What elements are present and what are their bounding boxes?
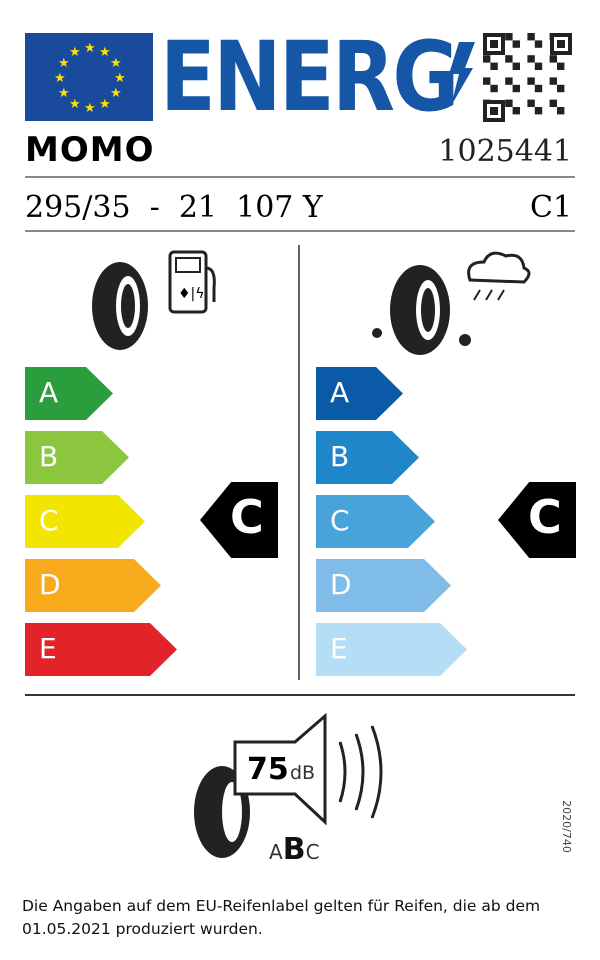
qr-code-icon [483,33,572,122]
fuel-efficiency-grade-c: C [25,495,145,548]
wet-grip-grade-c: C [316,495,435,548]
svg-text:♦|ϟ: ♦|ϟ [178,286,205,302]
tyre-size: 295/35 [25,190,131,225]
grade-letter: B [39,440,59,473]
star-icon: ★ [54,71,66,86]
tyre-class: C1 [529,190,572,225]
fuel-efficiency-icon: ♦|ϟ [92,250,216,350]
fuel-efficiency-grade-b: B [25,431,129,484]
fuel-efficiency-grade-d: D [25,559,161,612]
star-icon: ★ [110,56,122,71]
star-icon: ★ [69,45,81,60]
divider [298,245,300,680]
grade-letter: B [330,440,350,473]
wet-selected-grade: C [528,490,562,544]
speed-index: Y [302,190,323,225]
noise-class-a: A [269,840,283,864]
star-icon: ★ [58,86,70,101]
noise-value: 75 [247,752,289,787]
star-icon: ★ [84,101,96,116]
wet-grip-grade-a: A [316,367,403,420]
noise-class-c: C [305,840,320,864]
brand-name: MOMO [25,130,155,170]
grade-letter: E [39,632,57,665]
noise-class: ABC [269,832,320,867]
fuel-efficiency-grade-a: A [25,367,113,420]
star-icon: ★ [69,97,81,112]
grade-letter: C [330,504,350,537]
grade-letter: D [39,568,61,601]
wet-grip-grade-e: E [316,623,467,676]
star-icon: ★ [84,41,96,56]
wet-grip-selected-indicator: C [498,482,576,558]
grade-letter: A [330,376,350,409]
load-index: 107 [236,190,294,225]
grade-letter: D [330,568,352,601]
footer-text: Die Angaben auf dem EU-Reifenlabel gelte… [22,897,541,938]
noise-class-b: B [282,832,306,867]
noise-unit: dB [290,762,316,784]
star-icon: ★ [99,45,111,60]
wet-grip-grade-b: B [316,431,419,484]
fuel-efficiency-grade-e: E [25,623,177,676]
fuel-selected-grade: C [230,490,264,544]
star-icon: ★ [99,97,111,112]
rim-diameter: 21 [178,190,218,225]
fuel-efficiency-selected-indicator: C [200,482,278,558]
separator: - [149,190,160,225]
grade-letter: E [330,632,348,665]
regulation-number: 2020/740 [559,800,573,853]
wet-grip-icon [372,251,531,355]
noise-icon [194,712,383,858]
energy-logo-text: ENERG [160,21,459,133]
article-number: 1025441 [438,134,572,169]
star-icon: ★ [110,86,122,101]
star-icon: ★ [114,71,126,86]
grade-letter: A [39,376,59,409]
lightning-icon [449,42,475,106]
eu-flag-icon: ★★★★★★★★★★★★ [25,33,153,121]
star-icon: ★ [58,56,70,71]
tyre-size-row: 295/35 - 21 107 Y [25,190,323,225]
wet-grip-grade-d: D [316,559,451,612]
grade-letter: C [39,504,59,537]
